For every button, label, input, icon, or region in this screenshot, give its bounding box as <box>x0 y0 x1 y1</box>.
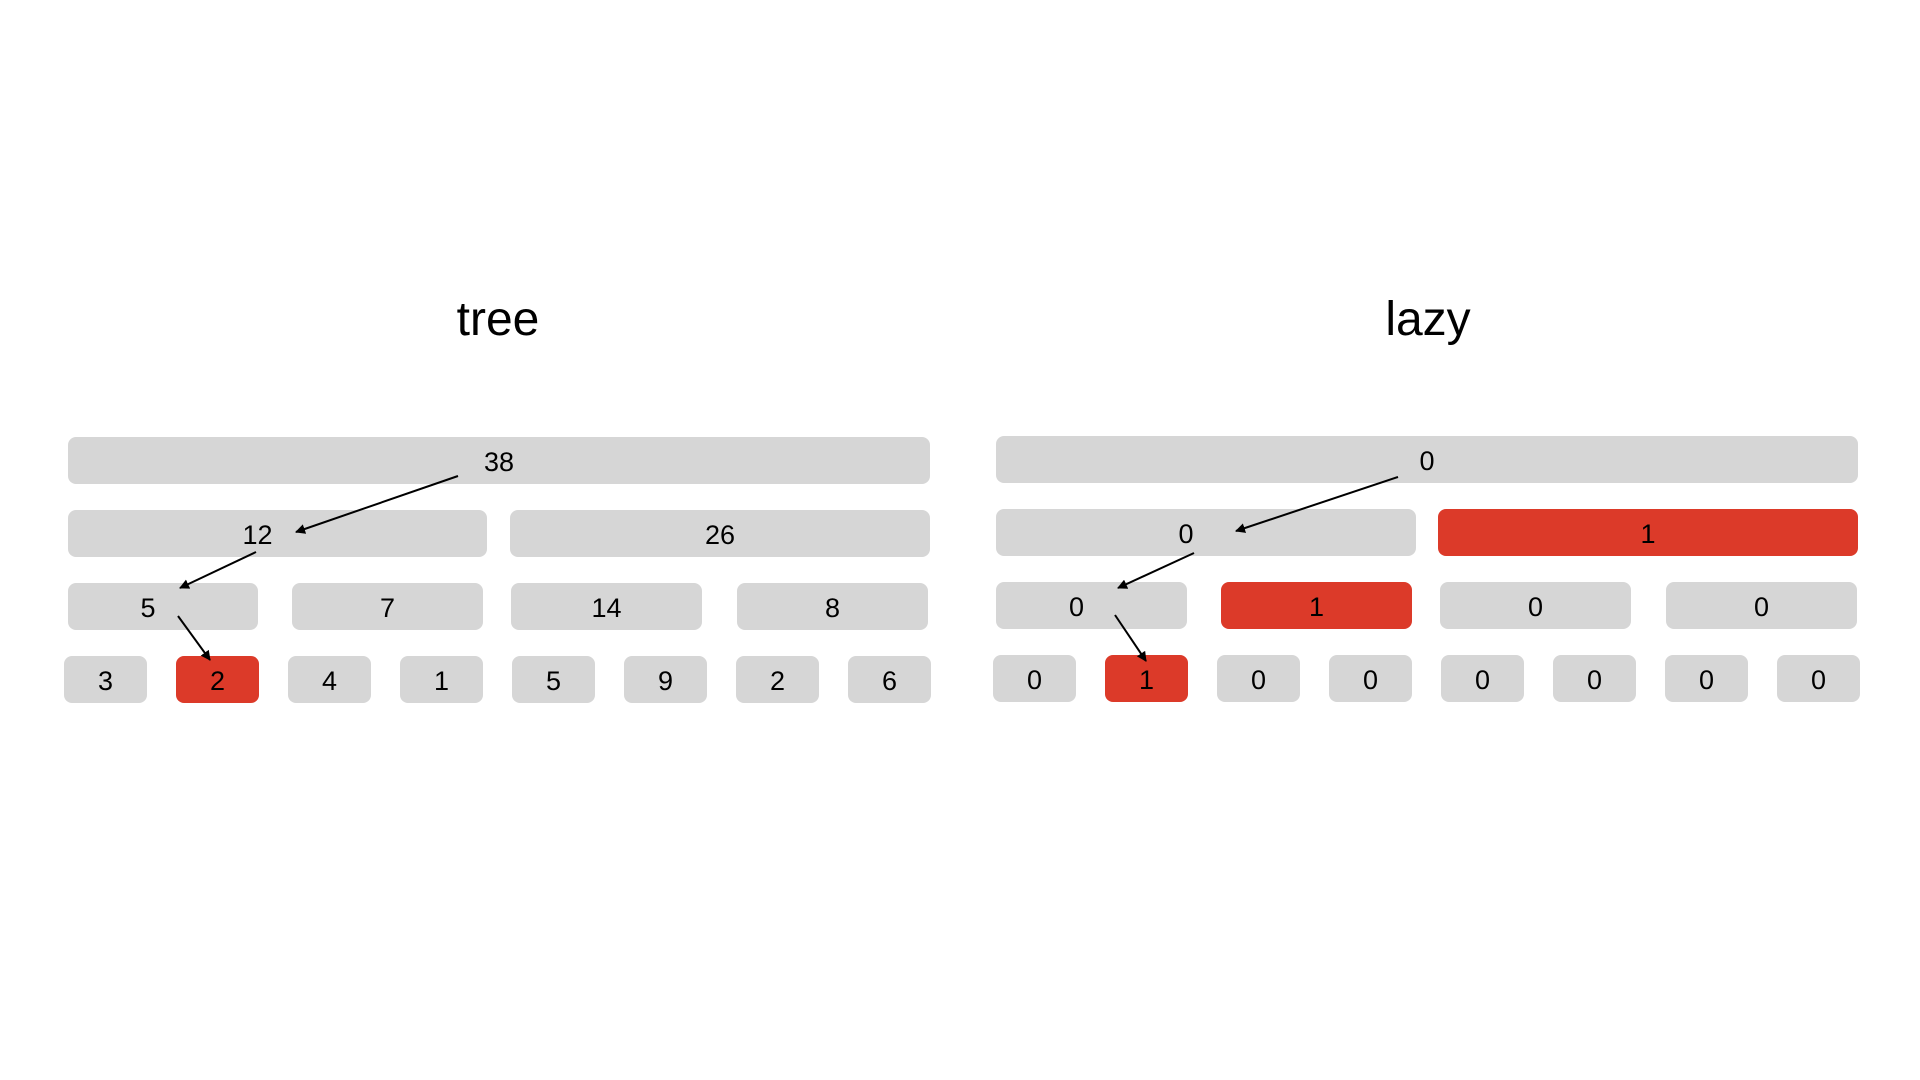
node-value: 1 <box>433 666 450 696</box>
tree-node-level3-4: 5 <box>512 656 595 703</box>
node-value: 26 <box>704 520 736 550</box>
lazy-node-level3-5: 0 <box>1553 655 1636 702</box>
tree-node-level3-2: 4 <box>288 656 371 703</box>
node-value: 14 <box>591 593 622 623</box>
node-value: 0 <box>1753 592 1770 622</box>
tree-node-level3-6: 2 <box>736 656 819 703</box>
node-value: 0 <box>1250 665 1267 695</box>
node-value: 0 <box>1026 665 1043 695</box>
node-value: 5 <box>140 593 156 623</box>
node-value: 0 <box>1810 665 1827 695</box>
node-value: 3 <box>97 666 114 696</box>
node-value: 6 <box>881 666 898 696</box>
node-value: 0 <box>1474 665 1491 695</box>
node-value: 4 <box>321 666 338 696</box>
tree-node-level1-1: 26 <box>510 510 930 557</box>
lazy-node-level3-4: 0 <box>1441 655 1524 702</box>
tree-node-level3-5: 9 <box>624 656 707 703</box>
node-value: 0 <box>1698 665 1715 695</box>
tree-node-level3-1: 2 <box>176 656 259 703</box>
tree-node-level3-3: 1 <box>400 656 483 703</box>
tree-node-level3-7: 6 <box>848 656 931 703</box>
tree-node-level0-0: 38 <box>68 437 930 484</box>
tree-node-level2-1: 7 <box>292 583 483 630</box>
node-value: 38 <box>483 447 515 477</box>
lazy-node-level3-6: 0 <box>1665 655 1748 702</box>
node-value: 0 <box>1068 592 1085 622</box>
node-value: 9 <box>657 666 674 696</box>
tree-node-level2-2: 14 <box>511 583 702 630</box>
node-value: 8 <box>824 593 841 623</box>
lazy-node-level1-0: 0 <box>996 509 1416 556</box>
lazy-node-level3-0: 0 <box>993 655 1076 702</box>
lazy-title: lazy <box>1385 293 1471 346</box>
node-value: 0 <box>1178 519 1194 549</box>
lazy-node-level0-0: 0 <box>996 436 1858 483</box>
node-value: 0 <box>1362 665 1379 695</box>
node-value: 7 <box>379 593 396 623</box>
lazy-node-level2-1: 1 <box>1221 582 1412 629</box>
tree-node-level2-0: 5 <box>68 583 258 630</box>
lazy-node-level2-0: 0 <box>996 582 1187 629</box>
lazy-node-level3-7: 0 <box>1777 655 1860 702</box>
node-value: 0 <box>1419 446 1435 476</box>
node-value: 1 <box>1138 665 1155 695</box>
lazy-node-level3-2: 0 <box>1217 655 1300 702</box>
tree-title: tree <box>456 293 540 346</box>
node-value: 12 <box>242 520 273 550</box>
tree-node-level3-0: 3 <box>64 656 147 703</box>
node-value: 1 <box>1640 519 1656 549</box>
lazy-node-level2-2: 0 <box>1440 582 1631 629</box>
node-value: 0 <box>1586 665 1603 695</box>
lazy-node-level3-3: 0 <box>1329 655 1412 702</box>
tree-node-level1-0: 12 <box>68 510 487 557</box>
node-value: 2 <box>209 666 226 696</box>
node-value: 0 <box>1527 592 1544 622</box>
node-value: 2 <box>769 666 786 696</box>
lazy-node-level2-3: 0 <box>1666 582 1857 629</box>
lazy-node-level3-1: 1 <box>1105 655 1188 702</box>
node-value: 1 <box>1308 592 1325 622</box>
lazy-node-level1-1: 1 <box>1438 509 1858 556</box>
tree-node-level2-3: 8 <box>737 583 928 630</box>
node-value: 5 <box>545 666 562 696</box>
